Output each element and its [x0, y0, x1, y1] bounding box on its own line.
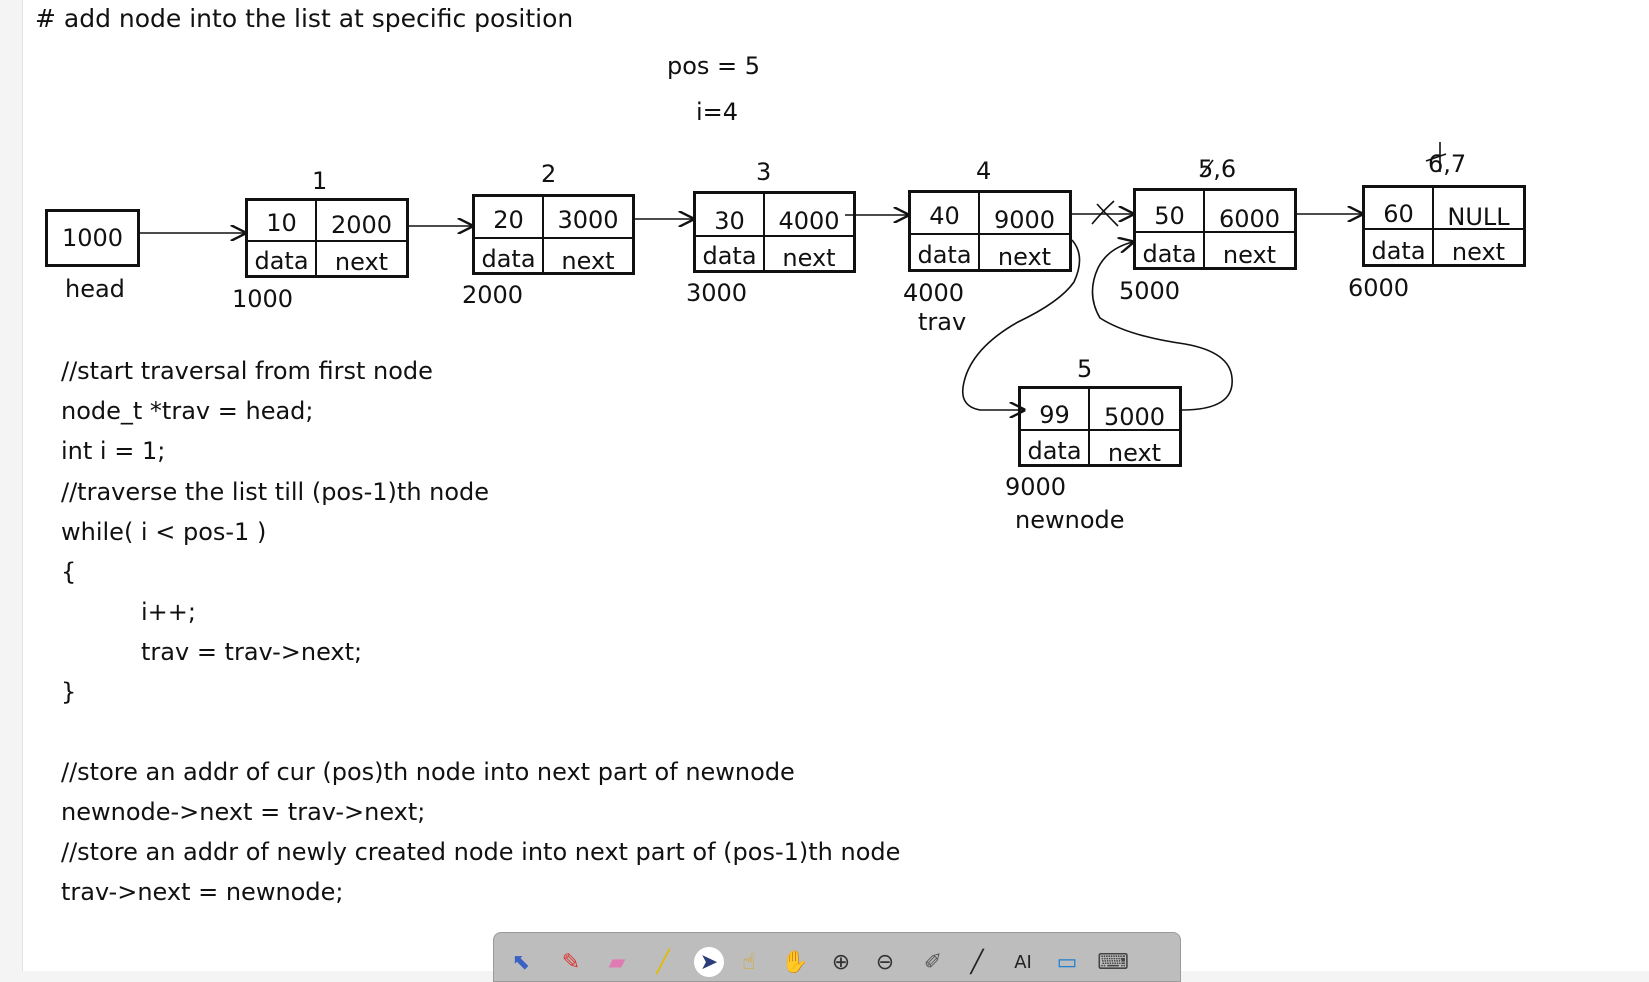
code-line-4: //traverse the list till (pos-1)th node — [61, 478, 490, 506]
node-1: 10 2000 data next — [245, 198, 409, 278]
node-2-next: 3000 — [557, 206, 619, 234]
node-6: 60 NULL data next — [1362, 185, 1526, 267]
newnode-next-label: next — [1107, 439, 1162, 467]
code-line-7: i++; — [141, 598, 196, 626]
rectangle-select-icon[interactable]: ▭ — [1056, 949, 1078, 975]
node-4-index: 4 — [976, 157, 992, 185]
code-line-13: trav->next = newnode; — [61, 878, 344, 906]
head-box: 1000 — [45, 209, 140, 267]
node-6-data-label: data — [1371, 237, 1426, 265]
code-line-3: int i = 1; — [61, 437, 166, 465]
node-1-data: 10 — [266, 209, 297, 237]
node-3-next: 4000 — [778, 207, 840, 235]
node-6-next-label: next — [1451, 238, 1506, 266]
node-6-index: 6,7 — [1428, 150, 1467, 178]
node-1-address: 1000 — [232, 285, 294, 313]
pointer-icon[interactable]: ⬉ — [511, 949, 531, 975]
newnode-data-label: data — [1027, 437, 1082, 465]
code-line-12: //store an addr of newly created node in… — [61, 838, 901, 866]
newnode-index: 5 — [1077, 355, 1093, 383]
highlighter-icon[interactable]: ╱ — [656, 949, 670, 975]
node-5-next: 6000 — [1218, 205, 1281, 233]
zoom-out-icon[interactable]: ⊖ — [875, 949, 895, 975]
node-4: 40 9000 data next — [908, 190, 1072, 272]
newnode: 99 5000 data next — [1018, 386, 1182, 467]
node-5-data-label: data — [1142, 240, 1197, 268]
node-5-data: 50 — [1154, 202, 1185, 230]
code-line-8: trav = trav->next; — [141, 638, 363, 666]
node-4-next: 9000 — [993, 206, 1056, 234]
newnode-data: 99 — [1039, 401, 1070, 429]
node-1-next-label: next — [334, 248, 389, 276]
node-1-index: 1 — [312, 167, 328, 195]
node-3-index: 3 — [756, 158, 772, 186]
eraser-icon[interactable]: ▰ — [608, 949, 626, 975]
code-line-10: //store an addr of cur (pos)th node into… — [61, 758, 795, 786]
node-3-data: 30 — [714, 207, 745, 235]
pen-icon[interactable]: ✎ — [561, 949, 581, 975]
newnode-next: 5000 — [1103, 403, 1166, 431]
node-2: 20 3000 data next — [472, 194, 635, 275]
code-line-2: node_t *trav = head; — [61, 397, 314, 425]
whiteboard-canvas — [22, 0, 1649, 971]
code-line-6: { — [61, 558, 77, 586]
node-1-next: 2000 — [330, 211, 393, 239]
text-icon[interactable]: AI — [1014, 951, 1032, 973]
node-3-next-label: next — [782, 244, 836, 272]
node-4-address: 4000 — [903, 279, 965, 307]
head-value: 1000 — [61, 224, 124, 252]
node-6-data: 60 — [1383, 200, 1414, 228]
node-4-data-label: data — [917, 241, 972, 269]
magic-hand-icon[interactable]: ☝ — [742, 949, 756, 975]
node-3-address: 3000 — [686, 279, 748, 307]
node-2-data: 20 — [493, 206, 524, 234]
pan-icon[interactable]: ✋ — [781, 949, 809, 975]
node-3-data-label: data — [702, 242, 757, 270]
node-6-address: 6000 — [1348, 274, 1410, 302]
code-line-9: } — [61, 678, 77, 706]
annotation-toolbar: ⬉ ✎ ▰ ╱ ➤ ☝ ✋ ⊕ ⊖ ✐ ╱ AI ▭ ⌨ — [493, 932, 1181, 982]
brush-icon[interactable]: ✐ — [923, 949, 943, 975]
newnode-address: 9000 — [1005, 473, 1067, 501]
code-line-5: while( i < pos-1 ) — [61, 518, 267, 546]
node-5-address: 5000 — [1119, 277, 1181, 305]
node-3: 30 4000 data next — [693, 191, 856, 273]
code-line-11: newnode->next = trav->next; — [61, 798, 426, 826]
node-2-address: 2000 — [462, 281, 524, 309]
node-6-next: NULL — [1447, 203, 1510, 231]
node-4-next-label: next — [997, 243, 1052, 271]
node-5-index: 5,6 — [1198, 155, 1237, 183]
node-5-next-label: next — [1222, 241, 1277, 269]
newnode-label: newnode — [1015, 506, 1125, 534]
node-5: 50 6000 data next — [1133, 188, 1297, 270]
select-icon[interactable]: ➤ — [694, 947, 724, 977]
keyboard-icon[interactable]: ⌨ — [1097, 949, 1129, 975]
pos-label: pos = 5 — [667, 52, 761, 80]
zoom-in-icon[interactable]: ⊕ — [831, 949, 851, 975]
node-1-data-label: data — [254, 247, 309, 275]
i-label: i=4 — [696, 98, 739, 126]
node-4-data: 40 — [929, 202, 960, 230]
trav-pointer-label: trav — [918, 308, 967, 336]
code-line-1: //start traversal from first node — [61, 357, 433, 385]
head-label: head — [65, 275, 125, 303]
node-2-index: 2 — [541, 160, 557, 188]
heading: # add node into the list at specific pos… — [35, 4, 574, 33]
node-2-data-label: data — [481, 245, 536, 273]
node-2-next-label: next — [561, 247, 615, 275]
line-icon[interactable]: ╱ — [970, 949, 984, 975]
